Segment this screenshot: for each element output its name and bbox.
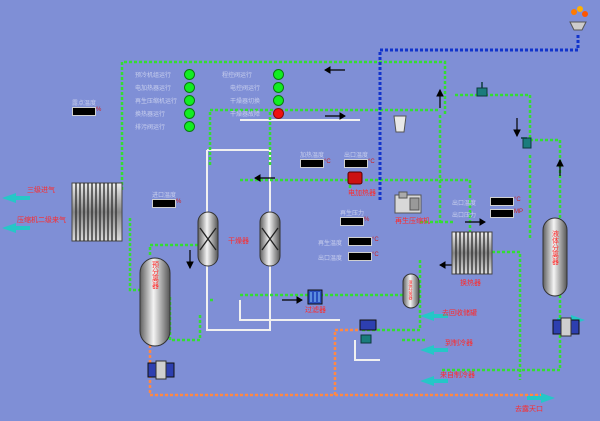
- status-label-3: 再生压缩机运行: [135, 99, 178, 105]
- readout-pre: [152, 199, 176, 208]
- readout-label-hx-out: 出口压力: [452, 213, 477, 219]
- status-light-8: [273, 95, 284, 106]
- readout-label-pre: 进口温度: [152, 193, 177, 199]
- status-label-9: 干燥器故障: [230, 112, 261, 118]
- unit-regen-temp2: °C: [372, 252, 379, 258]
- small-separator-vessel: [402, 273, 420, 309]
- filter-label: 过滤器: [305, 307, 326, 314]
- pumps: [147, 317, 580, 380]
- regen-compressor-icon: [394, 191, 422, 214]
- exhaust-fan-icon: [569, 6, 588, 31]
- readout-regen-temp2: [348, 252, 372, 261]
- status-light-6: [273, 69, 284, 80]
- readout-label-regen-temp2: 出口温度: [318, 256, 343, 262]
- status-label-5: 排污阀运行: [135, 125, 166, 131]
- status-label-2: 电加热器运行: [135, 86, 172, 92]
- liquid-separator-vessel: [542, 217, 568, 297]
- unit-left: %: [96, 107, 102, 113]
- readout-regen-temp1: [348, 237, 372, 246]
- unit-regen-temp1: °C: [372, 237, 379, 243]
- orange-pipe: [148, 328, 545, 397]
- readout-label-regen-pressure: 再生压力: [340, 211, 365, 217]
- small-separator-label: 液体分离器: [409, 279, 414, 301]
- readout-label-regen-temp1: 再生温度: [318, 241, 343, 247]
- status-label-8: 干燥器切换: [230, 99, 261, 105]
- valves: [360, 82, 532, 344]
- readout-label-heater2: 出口温度: [344, 153, 369, 159]
- status-light-1: [184, 69, 195, 80]
- inlet-compressor-label: 压缩机二级来气: [17, 217, 66, 224]
- regen-compressor-label: 再生压缩机: [395, 218, 430, 225]
- heat-exchanger: [451, 231, 493, 275]
- flow-arrows: [186, 66, 564, 304]
- readout-heater2: [344, 159, 368, 168]
- unit-hx-temp: °C: [514, 197, 521, 203]
- readout-heater1: [300, 159, 324, 168]
- status-light-2: [184, 82, 195, 93]
- unit-heater1: °C: [324, 159, 331, 165]
- readout-label-hx-temp: 出口温度: [452, 201, 477, 207]
- pre-separator-vessel: [139, 257, 171, 347]
- readout-regen-pressure: [340, 217, 364, 226]
- air-cooler-label: 来自制冷器: [440, 372, 475, 379]
- pre-separator-label: 预分离器: [152, 260, 160, 290]
- main-cooler: [71, 182, 123, 242]
- blue-pipe: [378, 35, 580, 200]
- readout-hx-out: [490, 209, 514, 218]
- heater-icon: [347, 171, 363, 185]
- status-light-3: [184, 95, 195, 106]
- outlet-label: 去露天口: [515, 406, 543, 413]
- dryer-label: 干燥器: [228, 238, 249, 245]
- status-label-4: 换热器运行: [135, 112, 166, 118]
- to-drain-label: 到制冷器: [445, 340, 473, 347]
- dryer-b-cross: [261, 227, 279, 251]
- readout-left: [72, 107, 96, 116]
- status-label-1: 预冷机组运行: [135, 73, 172, 79]
- unit-regen-pressure: %: [364, 217, 370, 223]
- inlet-3-label: 三级进气: [27, 187, 55, 194]
- unit-hx-out: MP: [514, 209, 523, 215]
- status-light-4: [184, 108, 195, 119]
- liquid-separator-label: 液体分离器: [552, 229, 560, 266]
- readout-label-left: 露点温度: [72, 101, 97, 107]
- unit-heater2: °C: [368, 159, 375, 165]
- status-light-7: [273, 82, 284, 93]
- to-cooling-label: 去回收储罐: [442, 310, 477, 317]
- io-arrows: [2, 193, 585, 403]
- dryer-a-cross: [199, 227, 217, 251]
- status-label-7: 电控阀运行: [230, 86, 261, 92]
- readout-hx-temp: [490, 197, 514, 206]
- heater-label: 电加热器: [348, 190, 376, 197]
- readout-label-heater1: 加热温度: [300, 153, 325, 159]
- status-light-5: [184, 121, 195, 132]
- unit-pre: %: [176, 199, 182, 205]
- heat-exchanger-label: 换热器: [460, 280, 481, 287]
- cooling-tank-icon: [393, 115, 407, 133]
- status-light-9: [273, 108, 284, 119]
- status-label-6: 程控阀运行: [222, 73, 253, 79]
